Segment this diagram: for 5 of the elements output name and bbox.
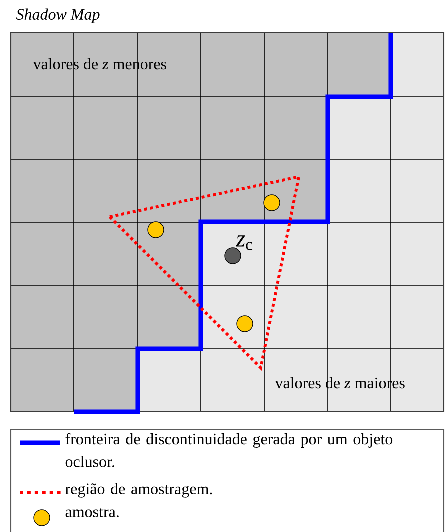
point-label: z$_{c}$ (236, 236, 253, 250)
legend-text: região de amostragem. (66, 483, 212, 498)
title: Shadow Map (16, 8, 100, 24)
legend-text: amostra. (66, 508, 119, 518)
legend-text: fronteira de discontinuidade gerada por um objeto oclusor. (66, 433, 393, 468)
